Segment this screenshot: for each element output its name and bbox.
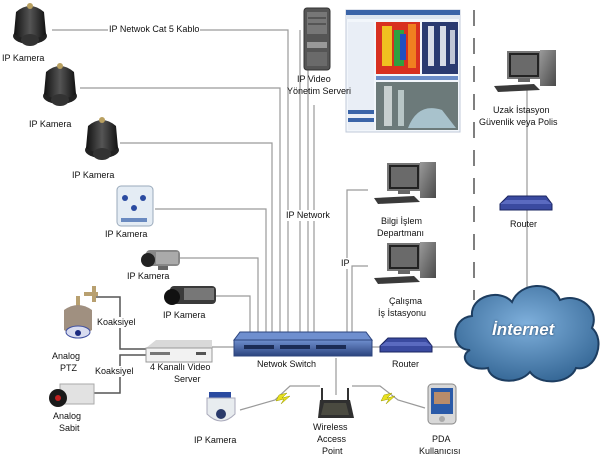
analog-fixed-camera <box>49 383 95 407</box>
ip-camera-5 <box>141 250 180 270</box>
it-department-label-1: Bilgi İşlem <box>381 216 423 226</box>
ip-camera-3 <box>85 117 119 160</box>
ip-camera-2-label: IP Kamera <box>29 119 72 129</box>
remote-station-pc <box>494 50 556 92</box>
remote-station-label-1: Uzak İstasyon <box>493 105 550 115</box>
vms-server-tower <box>303 7 331 71</box>
pda-label-1: PDA <box>432 434 451 444</box>
workstation-pc <box>374 242 436 284</box>
pda-device <box>427 383 457 425</box>
wire-camera-3 <box>120 142 273 333</box>
pda-label-2: Kullanıcısı <box>419 446 461 456</box>
internet-label: İnternet <box>492 320 555 339</box>
wireless-links <box>239 385 426 411</box>
ip-label: IP <box>341 258 350 269</box>
ip-camera-5-label: IP Kamera <box>127 271 170 281</box>
network-switch-device <box>233 331 373 357</box>
it-department-pc <box>374 162 436 204</box>
ip-camera-2 <box>43 63 77 106</box>
wire-camera-6 <box>215 295 251 333</box>
wireless-link-camera <box>239 385 320 411</box>
ip-camera-wireless <box>206 392 236 422</box>
vms-server-label-2: Yönetim Serveri <box>287 86 352 96</box>
internet-cloud-icon <box>454 285 600 383</box>
router-remote-label: Router <box>510 219 538 229</box>
vms-server-label-1: IP Video <box>297 74 331 84</box>
analog-ptz-label-2: PTZ <box>60 363 77 373</box>
analog-fixed-label-1: Analog <box>53 411 82 421</box>
ip-camera-1 <box>13 3 47 46</box>
wire-it-dept <box>346 189 368 333</box>
ip-camera-1-label: IP Kamera <box>2 53 45 63</box>
wire-workstation <box>351 265 368 333</box>
wireless-access-point-device <box>318 388 354 418</box>
vms-software-screenshot <box>345 9 461 133</box>
ip-camera-3-label: IP Kamera <box>72 170 115 180</box>
ip-network-label: IP Network <box>286 210 330 221</box>
router-local-label: Router <box>392 359 420 369</box>
wire-camera-2 <box>80 87 281 333</box>
coax-wires <box>94 296 146 394</box>
it-department-label-2: Departmanı <box>377 228 425 238</box>
workstation-label-1: Çalışma <box>389 296 423 306</box>
analog-ptz-label-1: Analog <box>52 351 81 361</box>
wire-camera-4 <box>155 208 267 333</box>
wire-camera-1 <box>52 29 289 333</box>
ip-camera-wireless-label: IP Kamera <box>194 435 237 445</box>
coax-label-1: Koaksiyel <box>97 317 136 328</box>
analog-fixed-label-2: Sabit <box>59 423 80 433</box>
coax-label-2: Koaksiyel <box>95 366 134 377</box>
video-server-label-1: 4 Kanallı Video <box>150 362 211 372</box>
ip-camera-4-label: IP Kamera <box>105 229 148 239</box>
remote-station-label-2: Güvenlik veya Polis <box>479 117 558 127</box>
wires <box>52 29 528 395</box>
analog-ptz-camera <box>64 286 98 339</box>
video-server-device <box>145 340 213 363</box>
lightning-icon <box>275 392 396 405</box>
router-local-device <box>379 337 433 353</box>
ip-camera-4 <box>116 185 154 227</box>
wap-label-3: Point <box>322 446 343 456</box>
wireless-link-pda <box>352 385 426 409</box>
cat5-cable-label: IP Netwok Cat 5 Kablo <box>108 24 201 35</box>
wire-camera-5 <box>180 257 259 333</box>
ip-camera-6 <box>164 286 216 305</box>
video-server-label-2: Server <box>174 374 201 384</box>
wap-label-2: Access <box>317 434 347 444</box>
router-remote-device <box>499 195 553 211</box>
workstation-label-2: İş İstasyonu <box>378 308 427 318</box>
ip-camera-6-label: IP Kamera <box>163 310 206 320</box>
network-switch-label: Netwok Switch <box>257 359 317 369</box>
wap-label-1: Wireless <box>313 422 348 432</box>
